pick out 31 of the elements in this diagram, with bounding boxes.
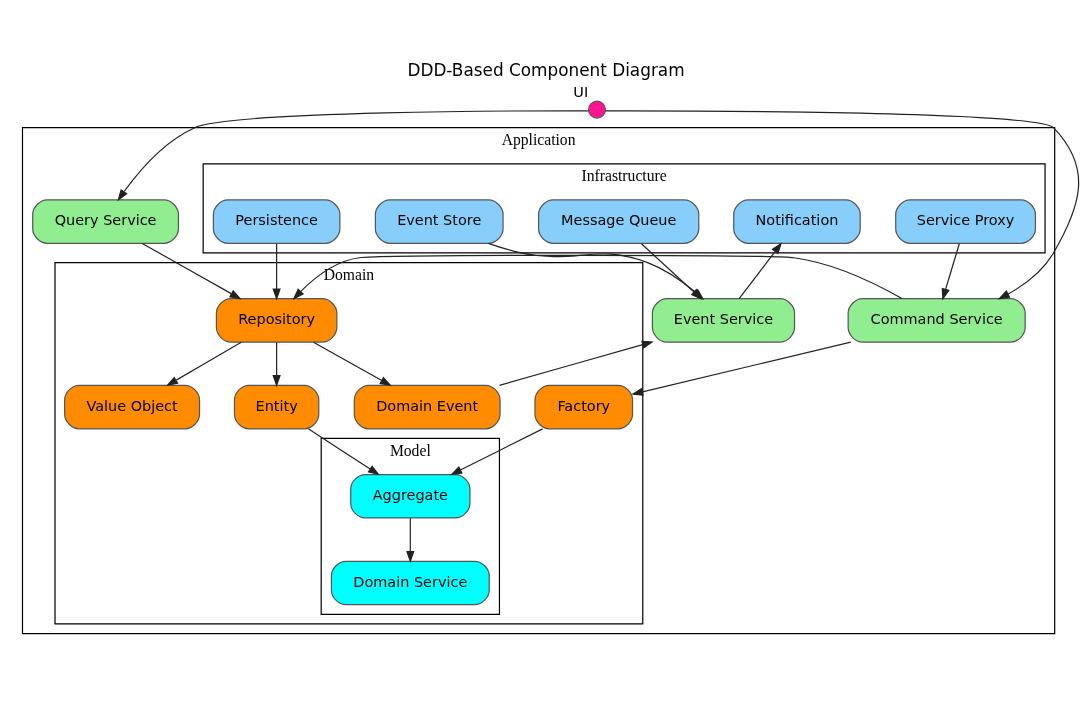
- arrow: [941, 243, 960, 301]
- node-box: Domain Service: [330, 560, 490, 606]
- arrow: [307, 428, 380, 476]
- node-box: Domain Event: [353, 384, 501, 430]
- arrow: [631, 341, 852, 396]
- arrow: [141, 242, 242, 300]
- arrow: [166, 341, 242, 387]
- node-circle: [588, 100, 607, 119]
- node-box: Event Service: [651, 298, 796, 343]
- arrow: [312, 341, 392, 387]
- node-box: Command Service: [847, 298, 1026, 343]
- node-label: UI: [573, 84, 589, 101]
- arrow: [450, 428, 544, 476]
- arrow: [272, 341, 281, 388]
- node-box: Message Queue: [538, 199, 700, 244]
- diagram-title: DDD-Based Component Diagram: [407, 60, 685, 81]
- arrow: [498, 340, 654, 386]
- node-box: Repository: [215, 298, 338, 343]
- node-box: Service Proxy: [895, 199, 1037, 244]
- arrow: [406, 517, 415, 563]
- node-box: Aggregate: [350, 473, 471, 519]
- node-box: Event Store: [374, 199, 504, 244]
- arrow: [117, 110, 589, 202]
- arrow: [738, 242, 783, 300]
- node-box: Notification: [733, 199, 861, 244]
- node-box: Persistence: [212, 199, 341, 244]
- node-box: Factory: [534, 384, 634, 430]
- arrow: [272, 243, 281, 301]
- node-box: Query Service: [32, 199, 180, 244]
- node-box: Entity: [233, 384, 320, 430]
- node-box: Value Object: [64, 384, 201, 430]
